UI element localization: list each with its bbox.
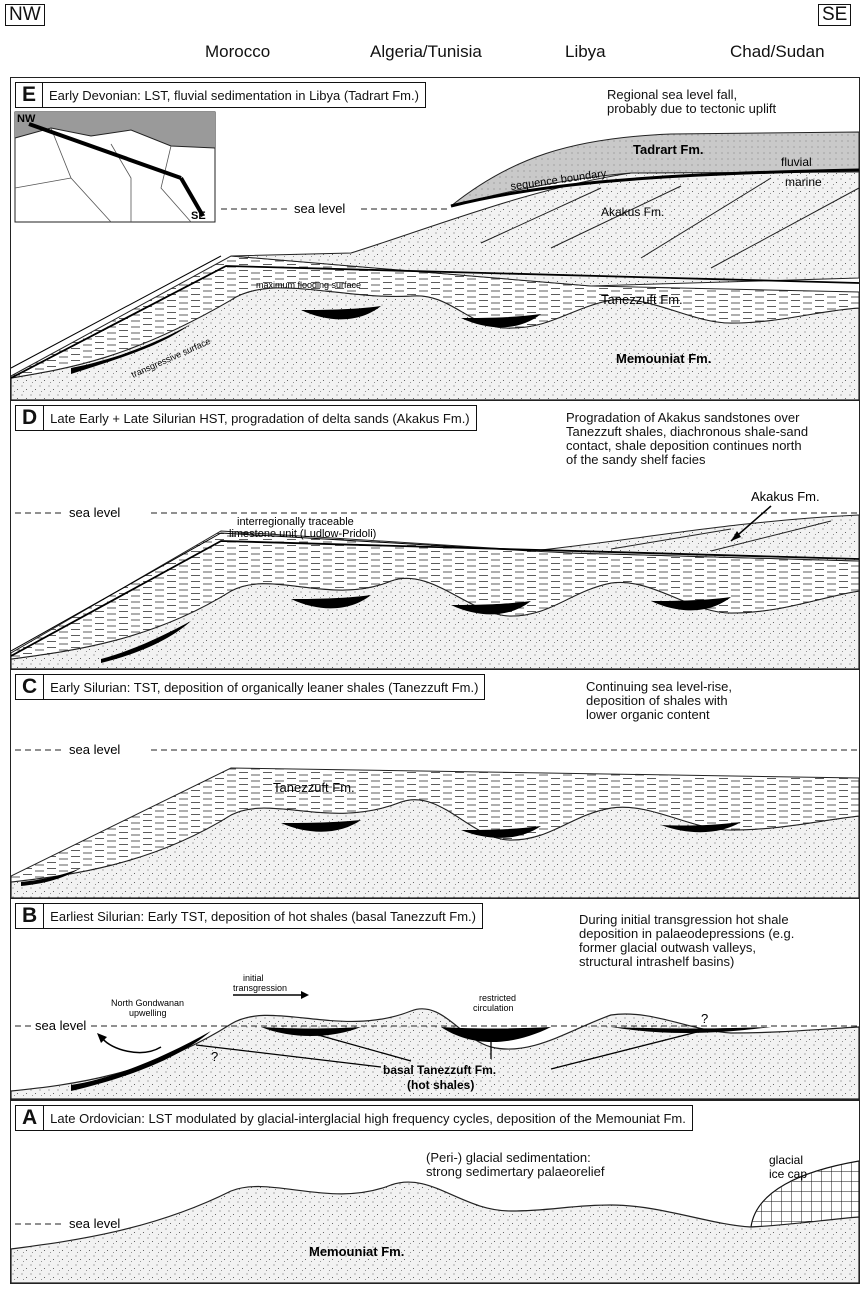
sea-level-label-a: sea level — [69, 1216, 120, 1231]
panel-d-title: Late Early + Late Silurian HST, prograda… — [50, 410, 470, 426]
panel-c-cross-section: sea level Tanezzuft Fm. — [11, 742, 859, 898]
panel-d: sea level interregionally traceable lime… — [10, 400, 860, 670]
panel-a: sea level Memouniat Fm. glacial ice cap … — [10, 1100, 860, 1284]
tanezzuft-label-e: Tanezzuft Fm. — [601, 292, 683, 307]
panel-c-note: Continuing sea level-rise, deposition of… — [586, 679, 732, 722]
limestone-label-line-1: interregionally traceable — [237, 516, 354, 528]
panel-d-note: Progradation of Akakus sandstones over T… — [566, 410, 809, 467]
hot-shale-c1 — [281, 820, 361, 832]
question-mark-b2: ? — [701, 1011, 708, 1026]
panel-a-note: (Peri-) glacial sedimentation: strong se… — [426, 1150, 605, 1179]
hot-shale-d4 — [101, 621, 191, 663]
hot-shale-pointer-4 — [550, 1030, 702, 1070]
tanezzuft-shale — [11, 255, 859, 379]
limestone-unit-line — [11, 540, 859, 657]
hot-shale-d2 — [451, 601, 531, 615]
upwelling-label-2: upwelling — [129, 1008, 167, 1018]
hot-shale-c4 — [21, 868, 81, 886]
question-mark-b1: ? — [211, 1049, 218, 1064]
inset-location-map: NW SE — [14, 111, 216, 223]
tadrart-label: Tadrart Fm. — [633, 142, 704, 157]
hot-shale-e1 — [301, 306, 381, 320]
panel-e-note: Regional sea level fall, probably due to… — [607, 87, 777, 116]
hot-shale-e3 — [71, 324, 191, 374]
hot-shale-c3 — [661, 822, 741, 833]
memouniat-label-e: Memouniat Fm. — [616, 351, 711, 366]
panel-e-cross-section: sea level Tadrart Fm. sequence boundary … — [11, 111, 859, 400]
memouniat-label-a: Memouniat Fm. — [309, 1244, 404, 1259]
sea-level-label-c: sea level — [69, 742, 120, 757]
nw-direction-tag: NW — [5, 4, 45, 26]
hot-shale-b3 — [611, 1027, 771, 1033]
panel-e: sea level Tadrart Fm. sequence boundary … — [10, 77, 860, 401]
panel-d-title-box: D Late Early + Late Silurian HST, progra… — [15, 405, 477, 431]
hot-shale-d1 — [291, 595, 371, 609]
sea-level-label-b: sea level — [35, 1018, 86, 1033]
basal-tanezzuft-label-2: (hot shales) — [407, 1078, 474, 1092]
akakus-sand-d — [530, 514, 859, 562]
sequence-boundary-line — [450, 168, 859, 208]
ice-cap-label-2: ice cap — [769, 1167, 807, 1181]
panel-e-title: Early Devonian: LST, fluvial sedimentati… — [49, 87, 419, 103]
marine-label: marine — [785, 175, 822, 189]
panel-c-title: Early Silurian: TST, deposition of organ… — [50, 679, 479, 695]
region-chad-sudan: Chad/Sudan — [730, 42, 825, 61]
region-libya: Libya — [565, 42, 606, 61]
fluvial-label: fluvial — [781, 155, 812, 169]
panel-a-title: Late Ordovician: LST modulated by glacia… — [50, 1110, 686, 1126]
memouniat-basement-a — [11, 1181, 859, 1283]
inset-transect-line — [28, 122, 182, 180]
ice-cap-label-1: glacial — [769, 1153, 803, 1167]
panel-b-note: During initial transgression hot shale d… — [579, 912, 795, 969]
hot-shale-pointer-1 — [195, 1044, 382, 1068]
panel-e-title-box: E Early Devonian: LST, fluvial sedimenta… — [15, 82, 426, 108]
panel-c-title-box: C Early Silurian: TST, deposition of org… — [15, 674, 486, 700]
transgression-label-2: transgression — [233, 983, 287, 993]
glacial-ice-cap — [750, 1160, 859, 1228]
transgression-label-1: initial — [243, 973, 264, 983]
region-algeria-tunisia: Algeria/Tunisia — [370, 42, 482, 61]
hot-shale-c2 — [461, 826, 541, 838]
upwelling-arrow — [102, 1038, 162, 1054]
hot-shale-d3 — [651, 597, 731, 611]
panel-b-title: Earliest Silurian: Early TST, deposition… — [50, 908, 476, 924]
restricted-label-1: restricted — [479, 993, 516, 1003]
hot-shale-b4 — [71, 1031, 211, 1091]
sea-level-label-e: sea level — [294, 201, 345, 216]
inset-se-label: SE — [191, 210, 206, 222]
restricted-label-2: circulation — [473, 1003, 514, 1013]
tadrart-unit — [450, 131, 859, 207]
inset-nw-label: NW — [17, 113, 36, 125]
panel-b-cross-section: sea level North Gondwanan upwelling init… — [11, 973, 859, 1099]
hot-shale-b1 — [261, 1027, 361, 1036]
panel-a-letter: A — [16, 1106, 45, 1130]
sea-level-label-d: sea level — [69, 505, 120, 520]
panel-a-title-box: A Late Ordovician: LST modulated by glac… — [15, 1105, 693, 1131]
upwelling-label-1: North Gondwanan — [111, 998, 184, 1008]
tanezzuft-shale-c — [11, 767, 859, 883]
panel-d-cross-section: sea level interregionally traceable lime… — [11, 489, 859, 669]
memouniat-basement-b — [11, 1008, 859, 1099]
basal-tanezzuft-label-1: basal Tanezzuft Fm. — [383, 1063, 496, 1077]
mfs-label: maximum flooding surface — [256, 280, 361, 290]
se-direction-tag: SE — [818, 4, 852, 26]
limestone-label-line-2: limestone unit (Ludlow-Pridoli) — [229, 528, 376, 540]
tanezzuft-label-c: Tanezzuft Fm. — [273, 780, 355, 795]
panel-c-letter: C — [16, 675, 45, 699]
maximum-flooding-surface — [11, 265, 859, 379]
panel-c: sea level Tanezzuft Fm. C Early Silurian… — [10, 669, 860, 899]
panel-d-letter: D — [16, 406, 45, 430]
akakus-label-e: Akakus Fm. — [601, 205, 664, 219]
panel-e-letter: E — [16, 83, 44, 107]
hot-shale-pointer-2 — [310, 1032, 412, 1062]
panel-a-cross-section: sea level Memouniat Fm. glacial ice cap — [11, 1153, 859, 1283]
panel-b-title-box: B Earliest Silurian: Early TST, depositi… — [15, 903, 483, 929]
tanezzuft-shale-d — [11, 530, 859, 660]
region-morocco: Morocco — [205, 42, 271, 61]
hot-shale-b2 — [441, 1027, 551, 1042]
akakus-label-d: Akakus Fm. — [751, 489, 820, 504]
panel-b: sea level North Gondwanan upwelling init… — [10, 898, 860, 1100]
panel-b-letter: B — [16, 904, 45, 928]
hot-shale-e2 — [461, 314, 541, 328]
